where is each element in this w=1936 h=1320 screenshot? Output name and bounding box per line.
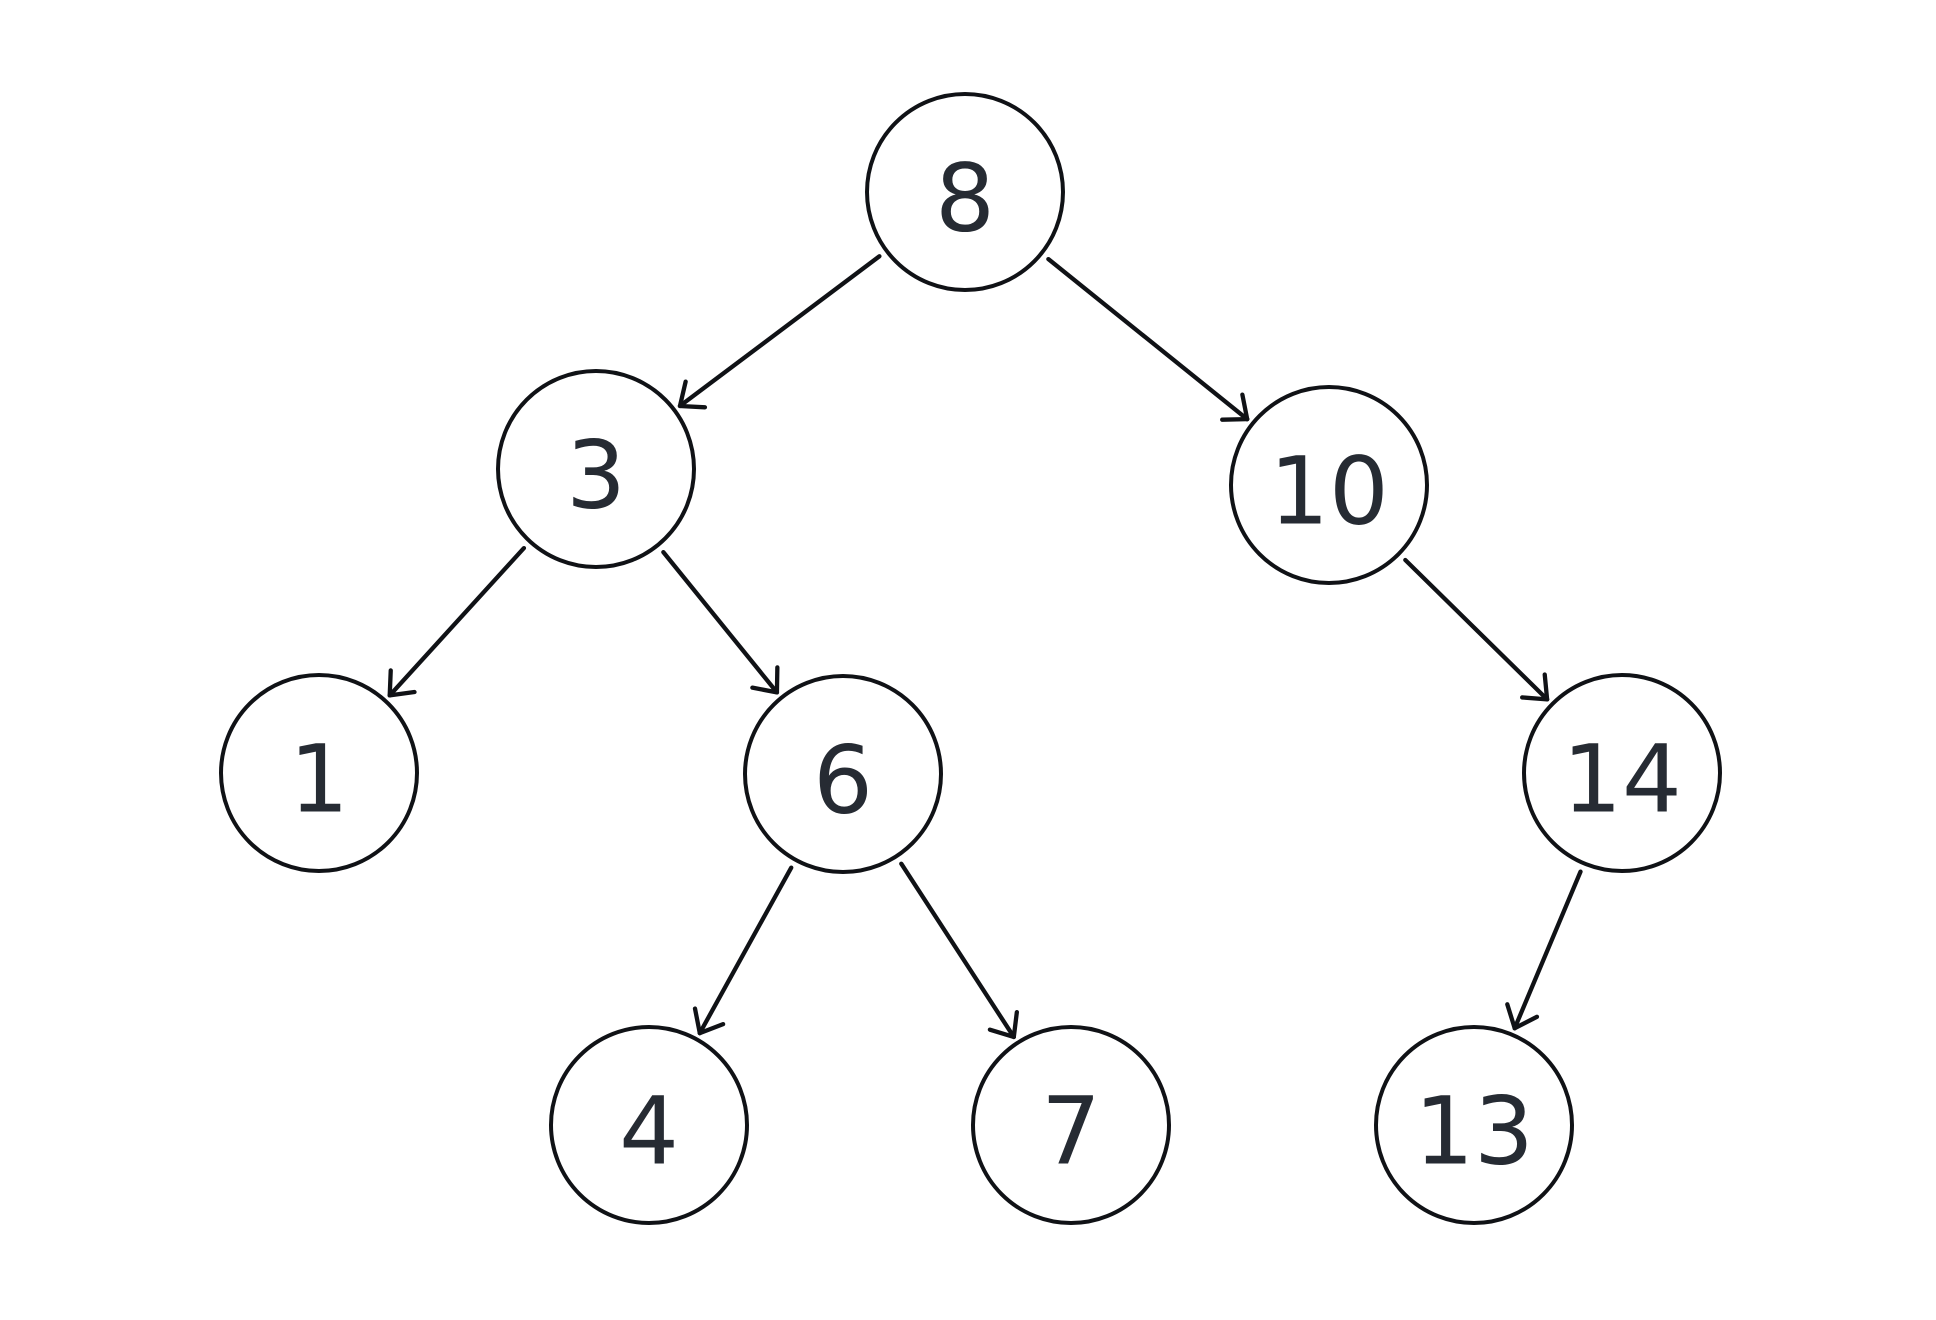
node-label: 6 [813, 726, 873, 835]
tree-node-1: 1 [219, 673, 419, 873]
tree-node-3: 3 [496, 369, 696, 569]
tree-node-10: 10 [1229, 385, 1429, 585]
tree-node-6: 6 [743, 674, 943, 874]
edge-8-to-3 [677, 254, 882, 410]
arrowhead-leg [677, 403, 708, 410]
node-circle [219, 673, 419, 873]
node-label: 10 [1269, 437, 1389, 546]
edge-shaft [1046, 256, 1250, 422]
tree-node-14: 14 [1522, 673, 1722, 873]
edge-8-to-10 [1046, 256, 1250, 422]
node-circle [496, 369, 696, 569]
node-label: 14 [1562, 725, 1682, 834]
edge-6-to-7 [899, 861, 1019, 1040]
node-label: 13 [1414, 1077, 1534, 1186]
arrowhead-leg [692, 1006, 702, 1036]
arrowhead-leg [1512, 1014, 1540, 1031]
arrowhead-leg [1542, 672, 1550, 702]
arrowhead-leg [1011, 1009, 1019, 1040]
node-label: 3 [566, 421, 626, 530]
tree-node-4: 4 [549, 1025, 749, 1225]
node-label: 7 [1041, 1077, 1101, 1186]
arrowhead-leg [1520, 695, 1550, 702]
edge-10-to-14 [1403, 557, 1550, 702]
node-label: 8 [935, 144, 995, 253]
node-circle [743, 674, 943, 874]
edge-14-to-13 [1505, 869, 1583, 1031]
edge-3-to-1 [387, 545, 527, 698]
arrowhead-leg [387, 689, 417, 698]
node-circle [865, 92, 1065, 292]
arrowhead-leg [387, 668, 393, 698]
edge-6-to-4 [692, 865, 794, 1036]
edge-shaft [899, 861, 1016, 1040]
edge-shaft [387, 545, 527, 698]
edge-shaft [661, 550, 780, 695]
arrowhead-leg [1240, 392, 1250, 422]
arrowhead-leg [677, 379, 688, 409]
node-label: 1 [289, 725, 349, 834]
tree-node-13: 13 [1374, 1025, 1574, 1225]
node-circle [549, 1025, 749, 1225]
arrowhead-leg [750, 685, 780, 695]
arrowhead-leg [1505, 1002, 1517, 1031]
edge-3-to-6 [661, 550, 780, 695]
arrowhead-leg [1220, 417, 1250, 422]
edge-shaft [1403, 557, 1550, 702]
node-circle [1229, 385, 1429, 585]
tree-node-7: 7 [971, 1025, 1171, 1225]
arrowhead-leg [697, 1021, 726, 1036]
node-circle [1522, 673, 1722, 873]
tree-node-8: 8 [865, 92, 1065, 292]
arrowhead-leg [987, 1027, 1016, 1040]
edge-shaft [677, 254, 882, 409]
node-circle [971, 1025, 1171, 1225]
node-circle [1374, 1025, 1574, 1225]
edge-shaft [1512, 869, 1583, 1031]
node-label: 4 [619, 1077, 679, 1186]
edge-shaft [697, 865, 794, 1036]
